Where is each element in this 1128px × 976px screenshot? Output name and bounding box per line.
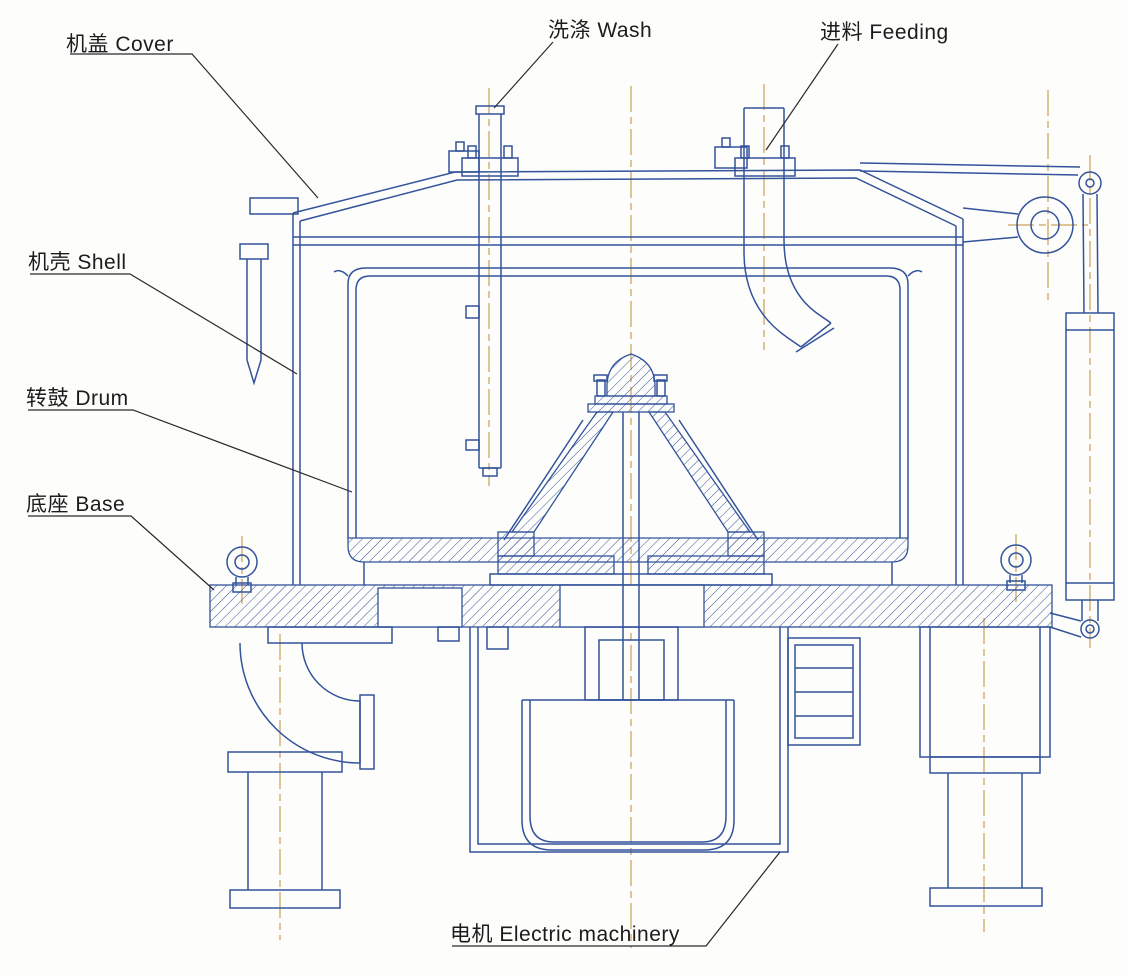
leader-lines — [28, 41, 839, 947]
leader-drum — [28, 409, 353, 493]
base-bolts — [437, 626, 509, 650]
leader-feeding — [765, 43, 839, 151]
left-leg — [227, 751, 343, 909]
label-wash: 洗涤 Wash — [548, 19, 653, 42]
cover-outline — [292, 137, 964, 246]
cover-hinge-and-handle — [239, 197, 299, 386]
centerlines — [241, 84, 1091, 948]
label-drum: 转鼓 Drum — [26, 387, 129, 410]
feeding-pipe — [734, 107, 835, 353]
eye-bolts — [226, 544, 1032, 593]
cover-pivot — [962, 196, 1074, 254]
leader-cover — [70, 53, 319, 199]
leader-wash — [493, 41, 554, 109]
leader-shell — [30, 273, 298, 375]
leader-base — [28, 515, 215, 591]
shell-outline — [292, 213, 964, 585]
motor-assembly — [469, 626, 861, 853]
base-plate-inserts — [377, 584, 705, 628]
hatched-sections — [209, 353, 1053, 628]
label-cover: 机盖 Cover — [66, 33, 174, 56]
wash-pipe — [461, 105, 519, 477]
label-base: 底座 Base — [26, 493, 126, 516]
label-feeding: 进料 Feeding — [820, 21, 949, 44]
label-shell: 机壳 Shell — [28, 251, 127, 274]
label-motor: 电机 Electric machinery — [450, 923, 680, 946]
hydraulic-cylinder — [859, 162, 1115, 639]
leader-motor — [452, 851, 781, 947]
drum-hub — [489, 374, 773, 700]
discharge-elbow — [239, 626, 393, 770]
basket-liner — [333, 267, 923, 585]
right-leg — [919, 626, 1051, 907]
